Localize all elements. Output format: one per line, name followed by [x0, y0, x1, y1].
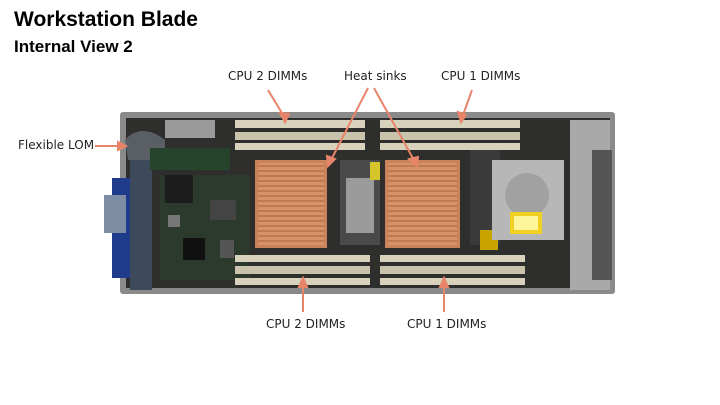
callout-heat-sinks: Heat sinks — [344, 69, 407, 83]
heat-sink-cpu1 — [385, 160, 460, 248]
callout-cpu1-dimms-bottom: CPU 1 DIMMs — [407, 317, 487, 331]
callout-flexible-lom: Flexible LOM — [18, 138, 95, 152]
callout-cpu1-dimms-top: CPU 1 DIMMs — [441, 69, 521, 83]
front-io-panel — [104, 150, 152, 290]
callout-arrows — [95, 87, 473, 312]
cpu-retention-bracket — [340, 160, 380, 245]
dimm-slots-bottom — [235, 255, 525, 285]
dimm-slots-top — [235, 120, 520, 150]
slide-subtitle: Internal View 2 — [14, 37, 133, 56]
drive-bay — [492, 160, 564, 240]
heat-sink-cpu2 — [255, 160, 327, 248]
callout-cpu2-dimms-top: CPU 2 DIMMs — [228, 69, 308, 83]
flexible-lom — [125, 120, 230, 170]
heat-sink-fins — [258, 165, 457, 242]
callout-cpu2-dimms-bottom: CPU 2 DIMMs — [266, 317, 346, 331]
slide-title: Workstation Blade — [14, 8, 198, 31]
